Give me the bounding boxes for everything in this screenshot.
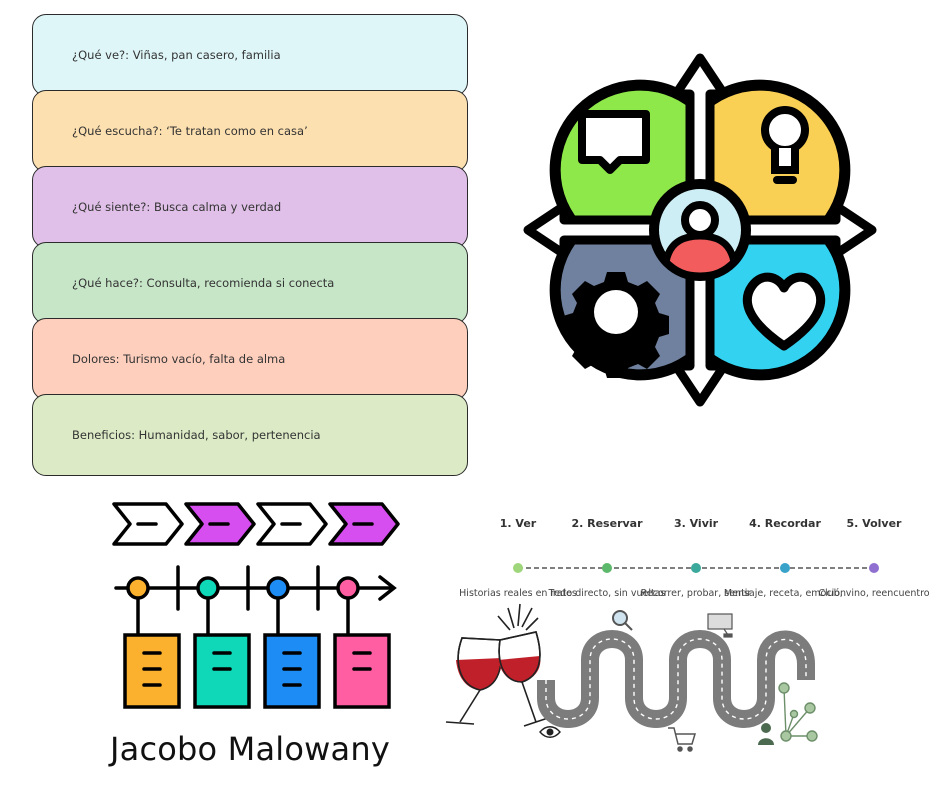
search-icon	[612, 610, 633, 631]
empathy-card-text: Dolores: Turismo vacío, falta de alma	[72, 352, 286, 366]
customer-centric-icon	[523, 53, 877, 407]
empathy-card-pains: Dolores: Turismo vacío, falta de alma	[32, 318, 468, 400]
milestone-card	[193, 633, 251, 709]
empathy-card-text: ¿Qué hace?: Consulta, recomienda si cone…	[72, 276, 335, 290]
stage-title: 5. Volver	[847, 517, 903, 530]
milestone-dot	[196, 576, 220, 600]
milestone-dot	[266, 576, 290, 600]
person-body	[662, 232, 738, 280]
stage-dot	[780, 563, 790, 573]
stage-description: Historias reales en redes	[459, 588, 577, 599]
stage-title: 4. Recordar	[749, 517, 821, 530]
empathy-card-does: ¿Qué hace?: Consulta, recomienda si cone…	[32, 242, 468, 324]
gear-icon	[563, 272, 669, 378]
stage-title: 1. Ver	[500, 517, 537, 530]
milestone-card	[123, 633, 181, 709]
cart-icon	[668, 727, 697, 752]
stage-title: 2. Reservar	[571, 517, 643, 530]
empathy-card-gains: Beneficios: Humanidad, sabor, pertenenci…	[32, 394, 468, 476]
stage-description: Club, vino, reencuentro	[818, 588, 929, 599]
empathy-card-text: Beneficios: Humanidad, sabor, pertenenci…	[72, 428, 321, 442]
author-name: Jacobo Malowany	[110, 730, 390, 768]
empathy-card-hears: ¿Qué escucha?: ‘Te tratan como en casa’	[32, 90, 468, 172]
empathy-card-text: ¿Qué siente?: Busca calma y verdad	[72, 200, 282, 214]
wine-glasses-icon	[445, 603, 549, 727]
stage-description: Mensaje, receta, emoción	[724, 588, 846, 599]
empathy-card-text: ¿Qué escucha?: ‘Te tratan como en casa’	[72, 124, 308, 138]
stage-description: Recorrer, probar, sentir	[641, 588, 752, 599]
eye-icon	[539, 726, 561, 738]
stage-dot	[691, 563, 701, 573]
stage-dot	[602, 563, 612, 573]
lightbulb-icon	[761, 106, 809, 184]
monitor-icon	[707, 613, 733, 638]
milestone-card	[333, 633, 391, 709]
stage-dot	[513, 563, 523, 573]
winding-road	[537, 630, 815, 728]
empathy-card-sees: ¿Qué ve?: Viñas, pan casero, familia	[32, 14, 468, 96]
person-head	[681, 201, 719, 239]
heart-icon	[742, 272, 826, 351]
empathy-card-feels: ¿Qué siente?: Busca calma y verdad	[32, 166, 468, 248]
stage-description: Trato directo, sin vueltas	[548, 588, 666, 599]
stage-title: 3. Vivir	[674, 517, 719, 530]
milestone-dot	[336, 576, 360, 600]
chat-icon	[578, 110, 650, 174]
timeline-process-icon	[112, 502, 400, 709]
milestone-card	[263, 633, 321, 709]
user-icon	[758, 723, 774, 745]
empathy-card-text: ¿Qué ve?: Viñas, pan casero, familia	[72, 48, 281, 62]
stage-dot	[869, 563, 879, 573]
milestone-dot	[126, 576, 150, 600]
network-icon	[778, 682, 818, 742]
